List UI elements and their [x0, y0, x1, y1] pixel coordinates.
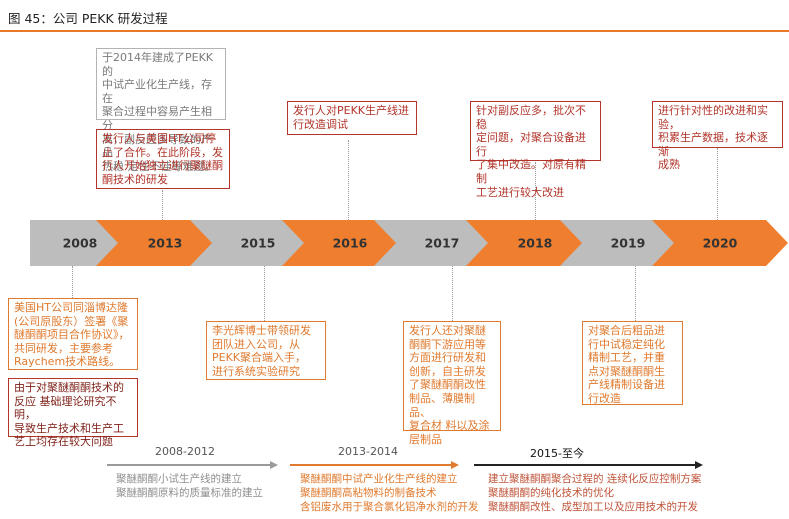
period-item: 建立聚醚酮酮聚合过程的 连续化反应控制方案 — [488, 473, 702, 485]
year-chevron-2015 — [190, 220, 326, 266]
period-label-2013-2014: 2013-2014 — [338, 445, 398, 458]
connector-2013 — [162, 190, 163, 220]
period-items-2013-2014: 聚醚酮酮中试产业化生产线的建立 聚醚酮酮高粘物料的制备技术 含铝废水用于聚合氯化… — [300, 472, 479, 514]
period-arrow-2008-2012 — [107, 464, 271, 466]
note-2008-problem: 由于对聚醚酮酮技术的 反应 基础理论研究不明， 导致生产技术和生产工 艺上均存在… — [8, 378, 138, 448]
period-item: 聚醚酮酮中试产业化生产线的建立 — [300, 473, 458, 485]
period-items-2008-2012: 聚醚酮酮小试生产线的建立 聚醚酮酮原料的质量标准的建立 — [116, 472, 263, 500]
note-2014-pilot-line: 于2014年建成了PEKK的 中试产业化生产线，存在 聚合过程中容易产生相分 离… — [96, 48, 226, 173]
period-arrow-2013-2014 — [290, 464, 452, 466]
note-2017: 发行人还对聚醚 酮酮下游应用等 方面进行研发和 创新，自主研发 了聚醚酮酮改性 … — [403, 321, 501, 446]
year-chevron-2013 — [96, 220, 234, 266]
period-item: 聚醚酮酮高粘物料的制备技术 — [300, 487, 437, 499]
note-2015: 李光辉博士带领研发 团队进入公司，从 PEKK聚合端入手， 进行系统实验研究 — [206, 321, 326, 380]
connector-2018 — [535, 162, 536, 220]
title-rule — [0, 30, 789, 32]
connector-2016 — [348, 140, 349, 220]
period-arrowhead-2008-2012 — [270, 461, 278, 469]
year-chevron-2016 — [282, 220, 418, 266]
year-chevron-2018 — [466, 220, 604, 266]
year-label-2017: 2017 — [425, 236, 460, 251]
period-item: 聚醚酮酮原料的质量标准的建立 — [116, 487, 263, 499]
year-chevron-2020 — [652, 220, 788, 266]
note-2020: 进行针对性的改进和实验， 积累生产数据，技术逐渐 成熟 — [652, 101, 783, 171]
figure-title: 图 45：公司 PEKK 研发过程 — [8, 11, 168, 26]
year-chevron-2019 — [560, 220, 696, 266]
year-label-2008: 2008 — [63, 236, 98, 251]
connector-2008 — [72, 266, 73, 298]
year-label-2015: 2015 — [241, 236, 276, 251]
note-2008: 美国HT公司同淄博达隆 (公司原股东）签署《聚 醚酮酮项目合作协议》， 共同研发… — [8, 298, 138, 370]
period-arrowhead-2013-2014 — [451, 461, 459, 469]
period-item: 聚醚酮酮小试生产线的建立 — [116, 473, 242, 485]
connector-2015 — [264, 266, 265, 321]
note-2019: 对聚合后粗品进 行中试稳定纯化 精制工艺，并重 点对聚醚酮酮生 产线精制设备进 … — [582, 321, 683, 405]
period-item: 聚醚酮酮改性、成型加工以及应用技术的开发 — [488, 501, 698, 513]
note-2013: 发行人与美国HT公司停 止了合作。在此阶段，发 行人开始独立进行聚醚酮 酮技术的… — [96, 129, 230, 189]
year-label-2018: 2018 — [518, 236, 553, 251]
period-items-2015-present: 建立聚醚酮酮聚合过程的 连续化反应控制方案 聚醚酮酮的纯化技术的优化 聚醚酮酮改… — [488, 472, 701, 514]
year-label-2019: 2019 — [611, 236, 646, 251]
year-chevron-2017 — [374, 220, 510, 266]
note-2018: 针对副反应多，批次不稳 定问题，对聚合设备进行 了集中改造。对原有精制 工艺进行… — [470, 101, 601, 199]
period-label-2008-2012: 2008-2012 — [155, 445, 215, 458]
period-item: 含铝废水用于聚合氯化铝净水剂的开发 — [300, 501, 479, 513]
year-label-2020: 2020 — [703, 236, 738, 251]
year-label-2016: 2016 — [333, 236, 368, 251]
note-2016: 发行人对PEKK生产线进 行改造调试 — [287, 101, 417, 135]
connector-2019 — [635, 266, 636, 321]
period-label-2015-present: 2015-至今 — [530, 447, 584, 460]
connector-2020 — [717, 148, 718, 220]
year-label-2013: 2013 — [148, 236, 183, 251]
period-arrow-2015-present — [474, 464, 696, 466]
connector-2017 — [452, 266, 453, 321]
period-arrowhead-2015-present — [695, 461, 703, 469]
period-item: 聚醚酮酮的纯化技术的优化 — [488, 487, 614, 499]
